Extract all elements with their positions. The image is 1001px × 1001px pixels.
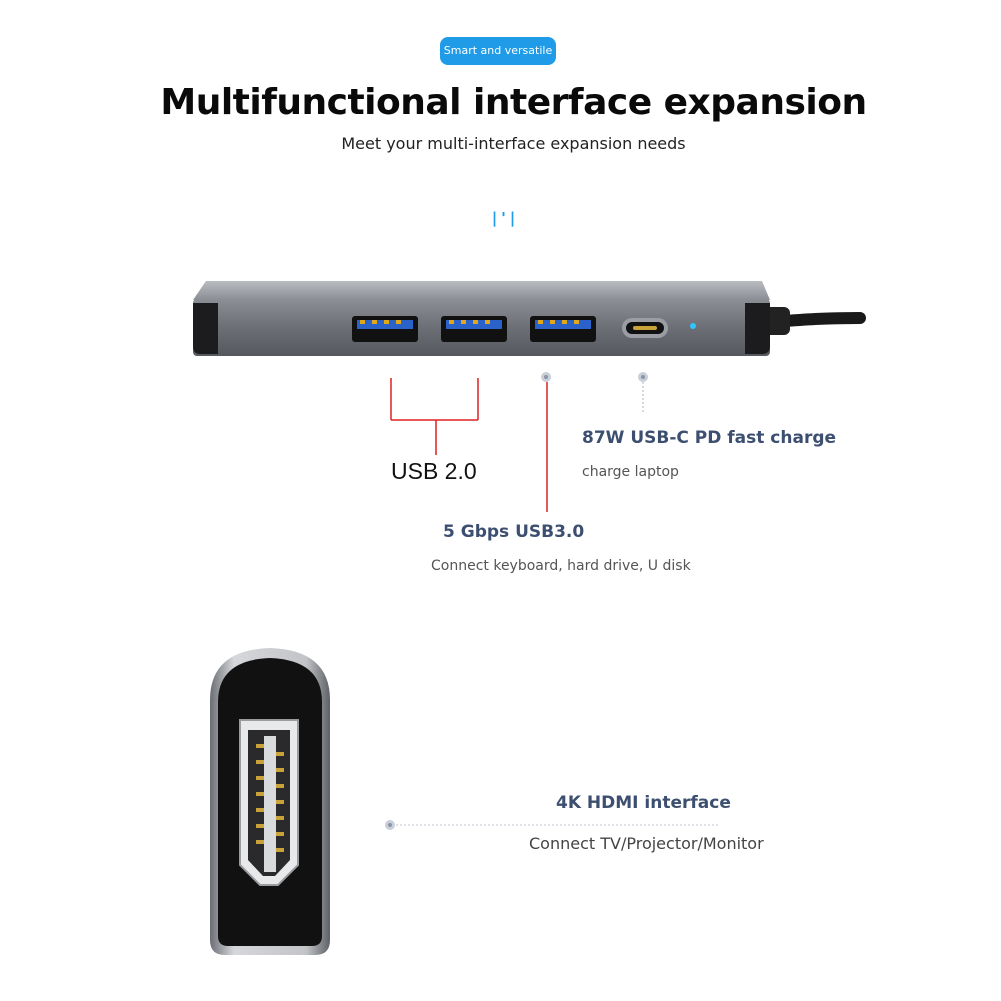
hdmi-title: 4K HDMI interface [556, 793, 731, 813]
usb-c-pd-title: 87W USB-C PD fast charge [582, 428, 837, 448]
hdmi-description: Connect TV/Projector/Monitor [529, 834, 764, 853]
usb2-port-2 [441, 316, 507, 342]
page-title: Multifunctional interface expansion [160, 82, 867, 123]
brand-logo-icon: |'| [490, 209, 518, 227]
hdmi-connector-icon [239, 719, 299, 886]
usb3-port [530, 316, 596, 342]
hdmi-callout-line [385, 820, 720, 830]
status-led [690, 323, 696, 329]
usb2-label: USB 2.0 [391, 458, 477, 484]
usb-c-pd-description: charge laptop [582, 464, 679, 480]
page-subtitle: Meet your multi-interface expansion need… [341, 134, 686, 153]
usb3-title: 5 Gbps USB3.0 [443, 522, 585, 542]
usb2-port-1 [352, 316, 418, 342]
usb-c-port [622, 318, 668, 338]
hub-top-face [193, 281, 770, 300]
hub-right-cap [745, 303, 770, 354]
usb3-description: Connect keyboard, hard drive, U disk [431, 558, 691, 574]
hub-left-cap [193, 303, 218, 354]
usb-hub-illustration [193, 281, 866, 356]
hdmi-port-closeup [210, 648, 330, 955]
smart-versatile-badge: Smart and versatile [440, 37, 556, 65]
